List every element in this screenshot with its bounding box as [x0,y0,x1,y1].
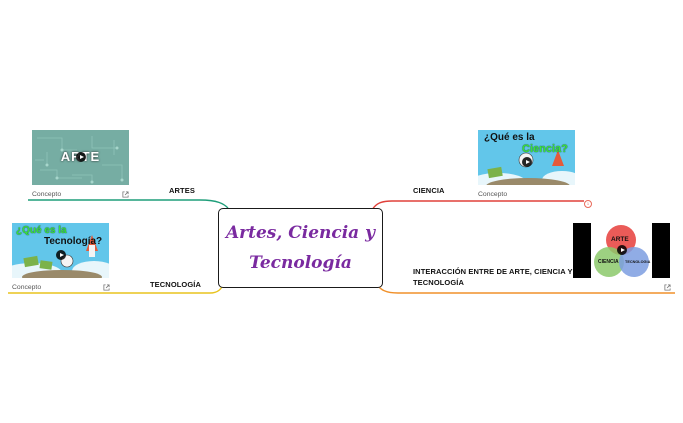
tecnologia-video-thumbnail[interactable]: ¿Qué es la Tecnología? [12,223,109,278]
ciencia-video-thumbnail[interactable]: ¿Qué es la Ciencia? [478,130,575,185]
branch-label-interaccion[interactable]: INTERACCIÓN ENTRE DE ARTE, CIENCIA Y TEC… [413,266,573,288]
ciencia-caption: Concepto [478,191,508,198]
external-link-icon[interactable] [103,284,110,291]
black-bar-left [573,223,591,278]
connector-ciencia [371,200,584,211]
branch-label-artes[interactable]: ARTES [169,186,195,195]
tecnologia-thumb-line2: Tecnología? [44,236,103,247]
ciencia-thumb-line1: ¿Qué es la [484,132,535,143]
central-topic-text: Artes, Ciencia y Tecnología [226,218,376,278]
interaccion-video-thumbnail[interactable]: ARTE CIENCIA TECNOLOGIA [573,223,670,278]
artes-caption: Concepto [32,191,62,198]
venn-label-arte: ARTE [611,236,629,243]
venn-diagram [594,225,649,277]
ciencia-thumb-line2: Ciencia? [522,143,568,155]
external-link-icon[interactable] [122,191,129,198]
interaccion-label-line1: INTERACCIÓN ENTRE DE ARTE, CIENCIA Y [413,267,573,276]
branch-label-ciencia[interactable]: CIENCIA [413,186,445,195]
tecnologia-thumb-art [12,223,109,278]
central-topic-line1: Artes, Ciencia y [225,223,375,243]
artes-video-thumbnail[interactable]: ARTE [32,130,129,185]
play-icon[interactable] [617,245,627,255]
venn-label-ciencia: CIENCIA [598,259,619,265]
central-topic[interactable]: Artes, Ciencia y Tecnología [218,208,383,288]
central-topic-line2: Tecnología [249,253,352,273]
play-icon[interactable] [56,250,66,260]
external-link-icon[interactable] [664,284,671,291]
tecnologia-thumb-line1: ¿Qué es la [16,225,67,236]
venn-label-tecnologia: TECNOLOGIA [625,260,651,264]
branch-label-tecnologia[interactable]: TECNOLOGÍA [150,280,201,289]
play-icon[interactable] [76,152,86,162]
tecnologia-caption: Concepto [12,284,42,291]
interaccion-label-line2: TECNOLOGÍA [413,278,464,287]
black-bar-right [652,223,670,278]
connector-artes [28,199,229,209]
ciencia-count-badge[interactable]: 1 [584,200,592,208]
play-icon[interactable] [522,157,532,167]
